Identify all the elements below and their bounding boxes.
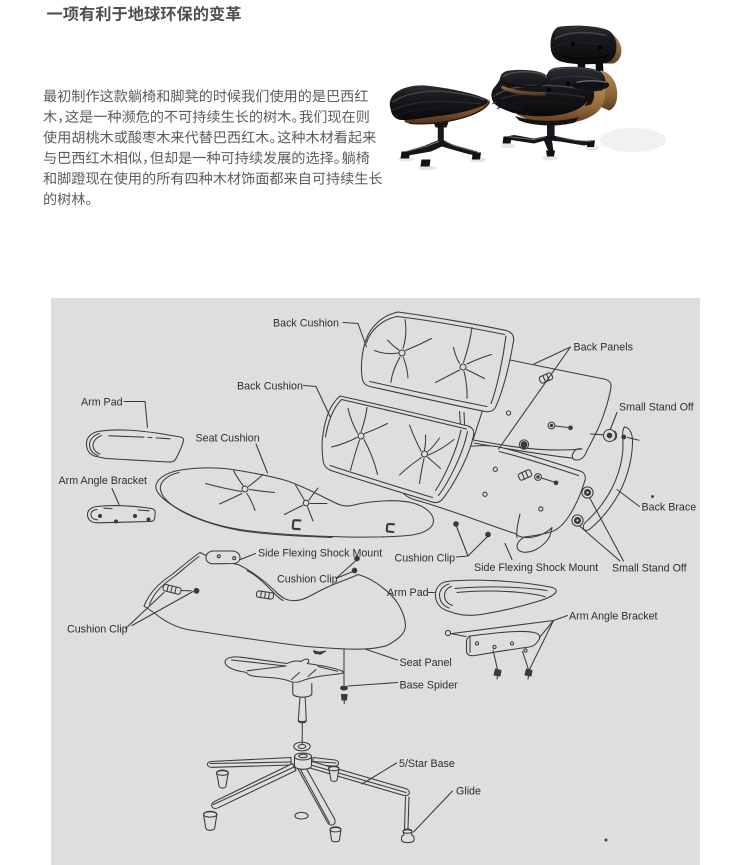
svg-text:Side Flexing Shock Mount: Side Flexing Shock Mount [474,562,598,574]
svg-text:Arm Pad: Arm Pad [387,587,429,599]
svg-text:5/Star Base: 5/Star Base [399,758,455,770]
svg-text:Back Panels: Back Panels [574,342,633,354]
svg-text:Back Brace: Back Brace [642,502,697,514]
svg-text:Back Cushion: Back Cushion [237,381,303,393]
svg-text:Side Flexing Shock Mount: Side Flexing Shock Mount [258,548,382,560]
svg-text:Arm Angle Bracket: Arm Angle Bracket [569,611,658,623]
svg-text:Glide: Glide [456,786,481,798]
svg-text:Small Stand Off: Small Stand Off [619,402,694,414]
svg-text:Cushion Clip: Cushion Clip [395,553,456,565]
svg-text:Base Spider: Base Spider [400,680,459,692]
svg-text:Seat Cushion: Seat Cushion [196,432,260,444]
svg-text:Cushion Clip: Cushion Clip [277,574,338,586]
svg-text:Small Stand Off: Small Stand Off [612,563,687,575]
svg-text:Cushion Clip: Cushion Clip [67,624,128,636]
svg-text:Arm Angle Bracket: Arm Angle Bracket [59,475,148,487]
svg-text:Seat Panel: Seat Panel [400,657,452,669]
svg-text:Arm Pad: Arm Pad [81,396,123,408]
svg-text:Back Cushion: Back Cushion [273,318,339,330]
